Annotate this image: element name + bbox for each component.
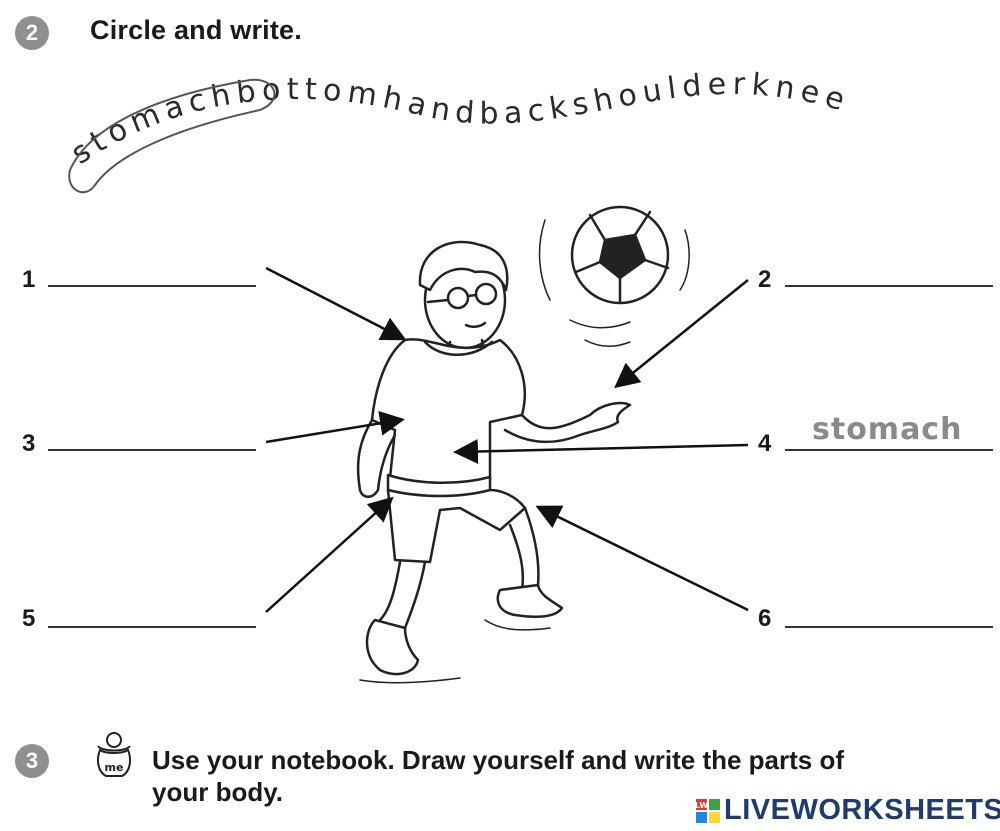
exercise-2-number-badge: 2 (15, 16, 49, 50)
exercise-3-instruction: Use your notebook. Draw yourself and wri… (152, 744, 844, 808)
arrow-3 (265, 410, 405, 444)
label-1-number: 1 (22, 266, 36, 293)
exercise-3-instruction-line-1: Use your notebook. Draw yourself and wri… (152, 745, 845, 775)
me-icon-text: me (105, 761, 124, 774)
label-3-number: 3 (22, 430, 36, 457)
label-1-answer-line[interactable] (48, 285, 256, 287)
arrow-2 (614, 279, 749, 389)
logo-letters: LW (696, 801, 708, 810)
label-5-answer-line[interactable] (48, 626, 256, 628)
liveworksheets-logo-icon: LW (696, 798, 720, 823)
exercise-2-instruction: Circle and write. (90, 15, 302, 45)
exercise-3-number-badge: 3 (15, 744, 49, 778)
label-3-answer-line[interactable] (48, 449, 256, 451)
label-4-answer-line[interactable] (785, 449, 993, 451)
word-snake: stomachbottomhandbackshoulderknee (65, 67, 849, 194)
boy-playing-football-illustration (356, 205, 690, 684)
arrow-5 (265, 496, 394, 613)
label-5-number: 5 (22, 605, 36, 632)
football-icon (538, 205, 690, 347)
label-6-answer-line[interactable] (785, 626, 993, 628)
brand-name: LIVEWORKSHEETS (724, 794, 1000, 826)
label-4-answer[interactable]: stomach (812, 412, 963, 447)
circled-word-outline (68, 78, 276, 194)
liveworksheets-brand[interactable]: LW LIVEWORKSHEETS (696, 794, 1000, 827)
label-2-answer-line[interactable] (785, 285, 993, 287)
me-icon: me (97, 732, 131, 777)
label-2-number: 2 (758, 266, 772, 293)
arrow-6 (535, 505, 749, 612)
exercise-3-instruction-line-2: your body. (152, 777, 283, 807)
label-6-number: 6 (758, 605, 772, 632)
label-4-number: 4 (758, 430, 772, 457)
exercise-3-number: 3 (25, 748, 39, 773)
arrow-4 (453, 439, 749, 465)
exercise-2-number: 2 (25, 20, 39, 45)
arrow-1 (265, 266, 407, 341)
